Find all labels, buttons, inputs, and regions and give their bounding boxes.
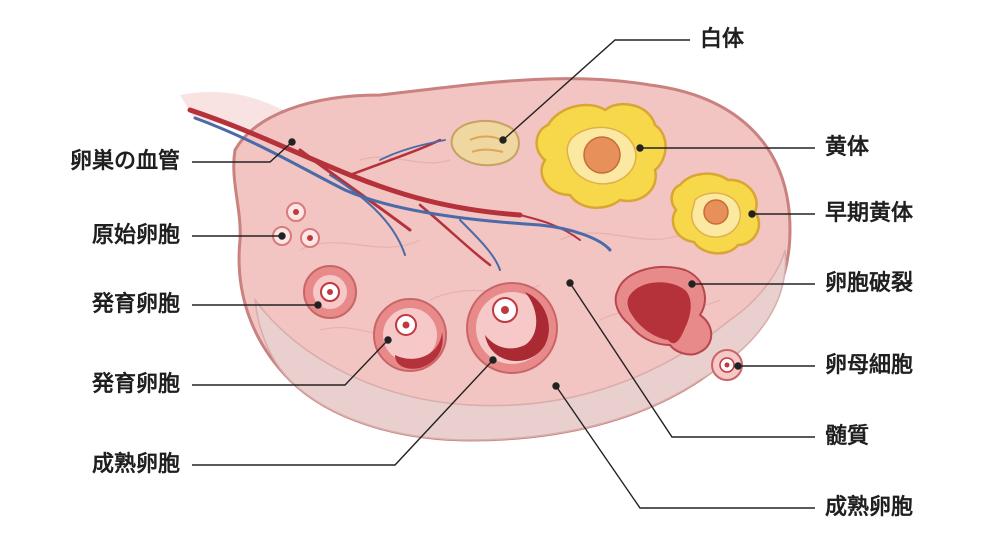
label-primordial-follicle: 原始卵胞 [91, 223, 180, 248]
oocyte-shape [711, 349, 743, 381]
corpus-luteum-shape [535, 102, 667, 209]
label-ovarian-blood-vessels: 卵巣の血管 [69, 149, 180, 174]
leader-lines [192, 39, 815, 509]
leader-developing-2 [192, 339, 389, 386]
label-corpus-albicans: 白体 [700, 27, 745, 52]
developing-follicle-small [303, 265, 357, 319]
label-early-corpus-luteum: 早期黄体 [825, 201, 914, 226]
leader-medulla [569, 282, 815, 438]
leader-mature-right [555, 385, 815, 509]
blood-vessels [187, 107, 612, 271]
label-corpus-luteum: 黄体 [825, 135, 870, 160]
label-developing-follicle-1: 発育卵胞 [91, 292, 180, 317]
label-mature-follicle-right: 成熟卵胞 [825, 495, 914, 520]
leader-corpus-albicans [502, 39, 690, 141]
label-ruptured-follicle: 卵胞破裂 [825, 271, 914, 296]
leader-mature-left [192, 359, 494, 466]
corpus-albicans-shape [450, 119, 520, 167]
label-medulla: 髄質 [825, 424, 870, 449]
label-oocyte: 卵母細胞 [825, 353, 914, 378]
developing-follicle-medium [373, 298, 447, 372]
medulla-region [253, 249, 787, 441]
label-developing-follicle-2: 発育卵胞 [91, 372, 180, 397]
early-corpus-luteum-shape [670, 172, 761, 255]
label-mature-follicle-left: 成熟卵胞 [91, 452, 180, 477]
mature-follicle [466, 282, 558, 374]
ruptured-follicle-shape [614, 266, 713, 356]
leader-blood-vessels [192, 141, 293, 163]
